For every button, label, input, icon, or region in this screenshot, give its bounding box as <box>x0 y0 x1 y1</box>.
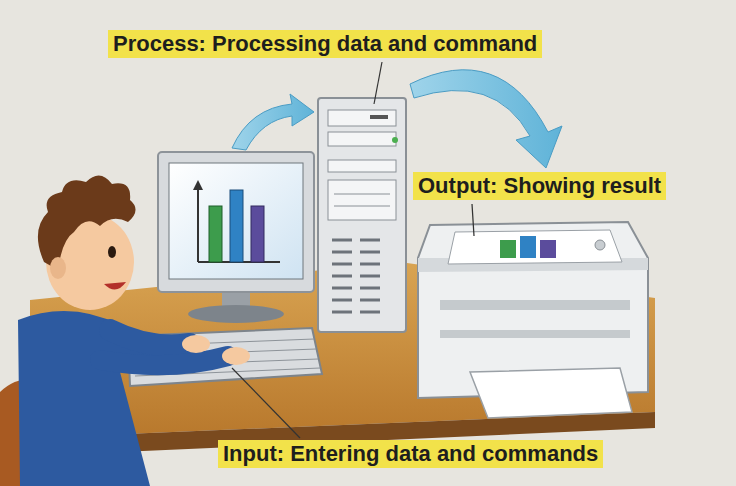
boy <box>0 175 250 486</box>
leader-line <box>232 62 474 438</box>
callout-label: Input: Entering data and commands <box>218 440 603 468</box>
flow-arrow <box>232 70 562 168</box>
printer <box>418 222 648 418</box>
callout-label: Process: Processing data and command <box>108 30 542 58</box>
callout-label: Output: Showing result <box>413 172 666 200</box>
system-unit <box>318 98 406 332</box>
monitor <box>158 152 314 323</box>
